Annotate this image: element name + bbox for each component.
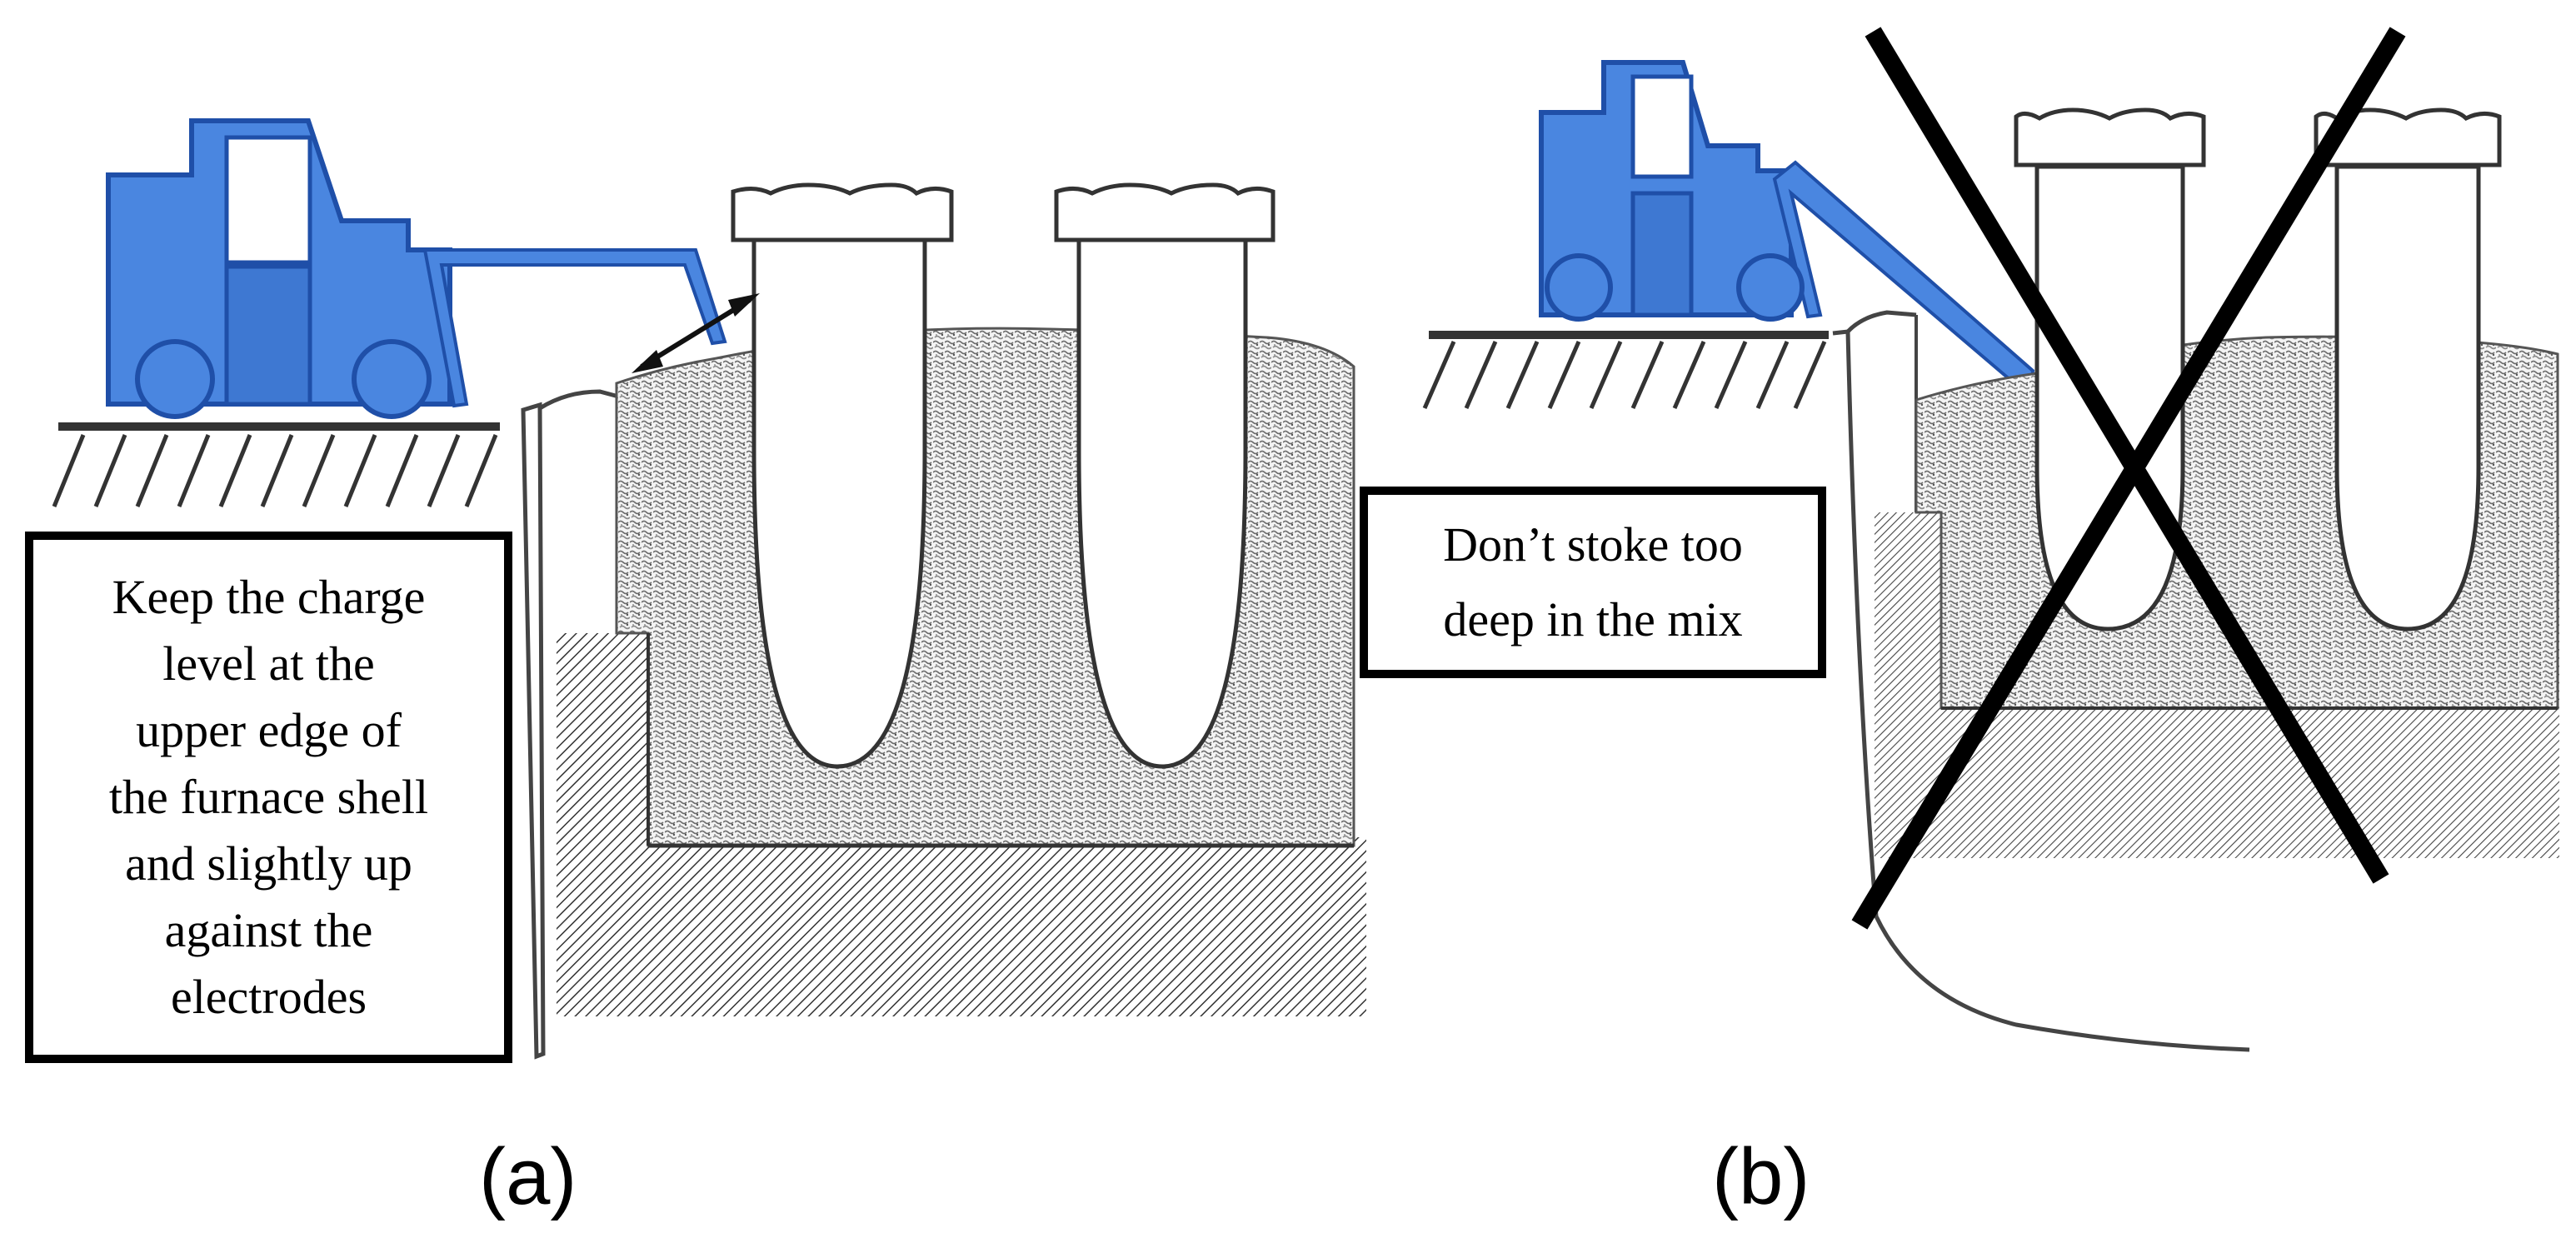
stoking-vehicle-b-icon (1539, 60, 2035, 461)
cross-mark-icon (1851, 27, 2406, 930)
note-a-line: and slightly up (125, 836, 412, 891)
double-arrow-icon (632, 293, 760, 373)
ground-b (1422, 331, 1829, 410)
note-a-line: upper edge of (136, 703, 402, 757)
note-a-line: electrodes (170, 970, 367, 1024)
note-box-b: Don’t stoke too deep in the mix (1360, 487, 1826, 678)
panel-label-a: (a) (479, 1132, 577, 1221)
panel-label-b: (b) (1712, 1132, 1810, 1221)
note-b-line: deep in the mix (1443, 592, 1743, 646)
panel-b (1422, 27, 2559, 1052)
furnace-shell-a (521, 389, 626, 1060)
note-a-line: the furnace shell (108, 770, 429, 824)
note-a-line: level at the (162, 636, 375, 691)
electrode-a1-icon (731, 182, 954, 769)
note-box-a: Keep the charge level at the upper edge … (25, 532, 512, 1063)
electrode-b2-icon (2314, 107, 2502, 631)
electrode-a2-icon (1054, 182, 1276, 769)
stoking-vehicle-a-icon (106, 118, 727, 419)
note-b-line: Don’t stoke too (1443, 517, 1743, 572)
panel-a (52, 118, 1366, 1060)
note-a-line: against the (164, 903, 373, 957)
ground-a (52, 422, 500, 507)
note-a-line: Keep the charge (112, 570, 426, 624)
